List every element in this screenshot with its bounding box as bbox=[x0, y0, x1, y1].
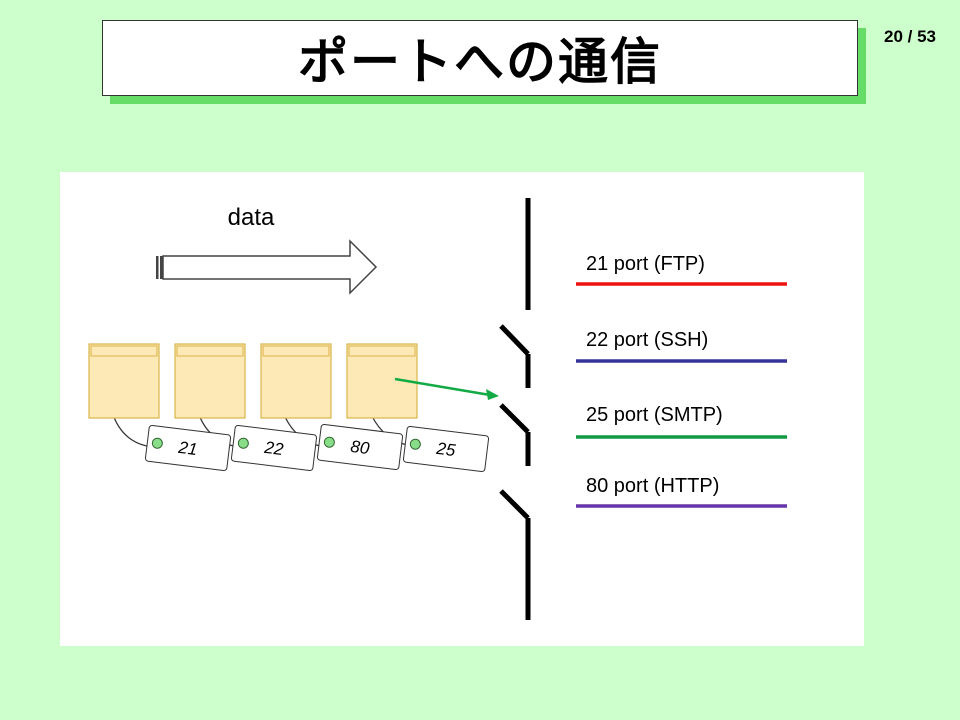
tag-label: 80 bbox=[349, 437, 371, 458]
packet-tag: 22 bbox=[230, 424, 318, 472]
data-label: data bbox=[228, 204, 275, 231]
envelope bbox=[174, 343, 246, 419]
page-number: 20 / 53 bbox=[884, 27, 936, 46]
port-label-smtp: 25 port (SMTP) bbox=[586, 404, 723, 426]
packet-tag: 21 bbox=[144, 424, 232, 472]
port-label-http: 80 port (HTTP) bbox=[586, 475, 719, 497]
tag-label: 22 bbox=[262, 438, 285, 459]
title-box: ポートへの通信 bbox=[102, 20, 858, 96]
tag-label: 25 bbox=[434, 439, 457, 460]
envelope bbox=[260, 343, 332, 419]
packet-tag: 80 bbox=[316, 423, 404, 471]
packet-tag: 25 bbox=[402, 425, 490, 473]
tag-label: 21 bbox=[176, 438, 198, 459]
port-wall bbox=[499, 198, 531, 620]
envelope bbox=[88, 343, 160, 419]
packet-pointer-arrow bbox=[394, 377, 499, 400]
data-flow-arrow bbox=[156, 239, 378, 295]
slide-title: ポートへの通信 bbox=[298, 33, 662, 91]
port-label-ftp: 21 port (FTP) bbox=[586, 253, 705, 275]
port-label-ssh: 22 port (SSH) bbox=[586, 329, 708, 351]
